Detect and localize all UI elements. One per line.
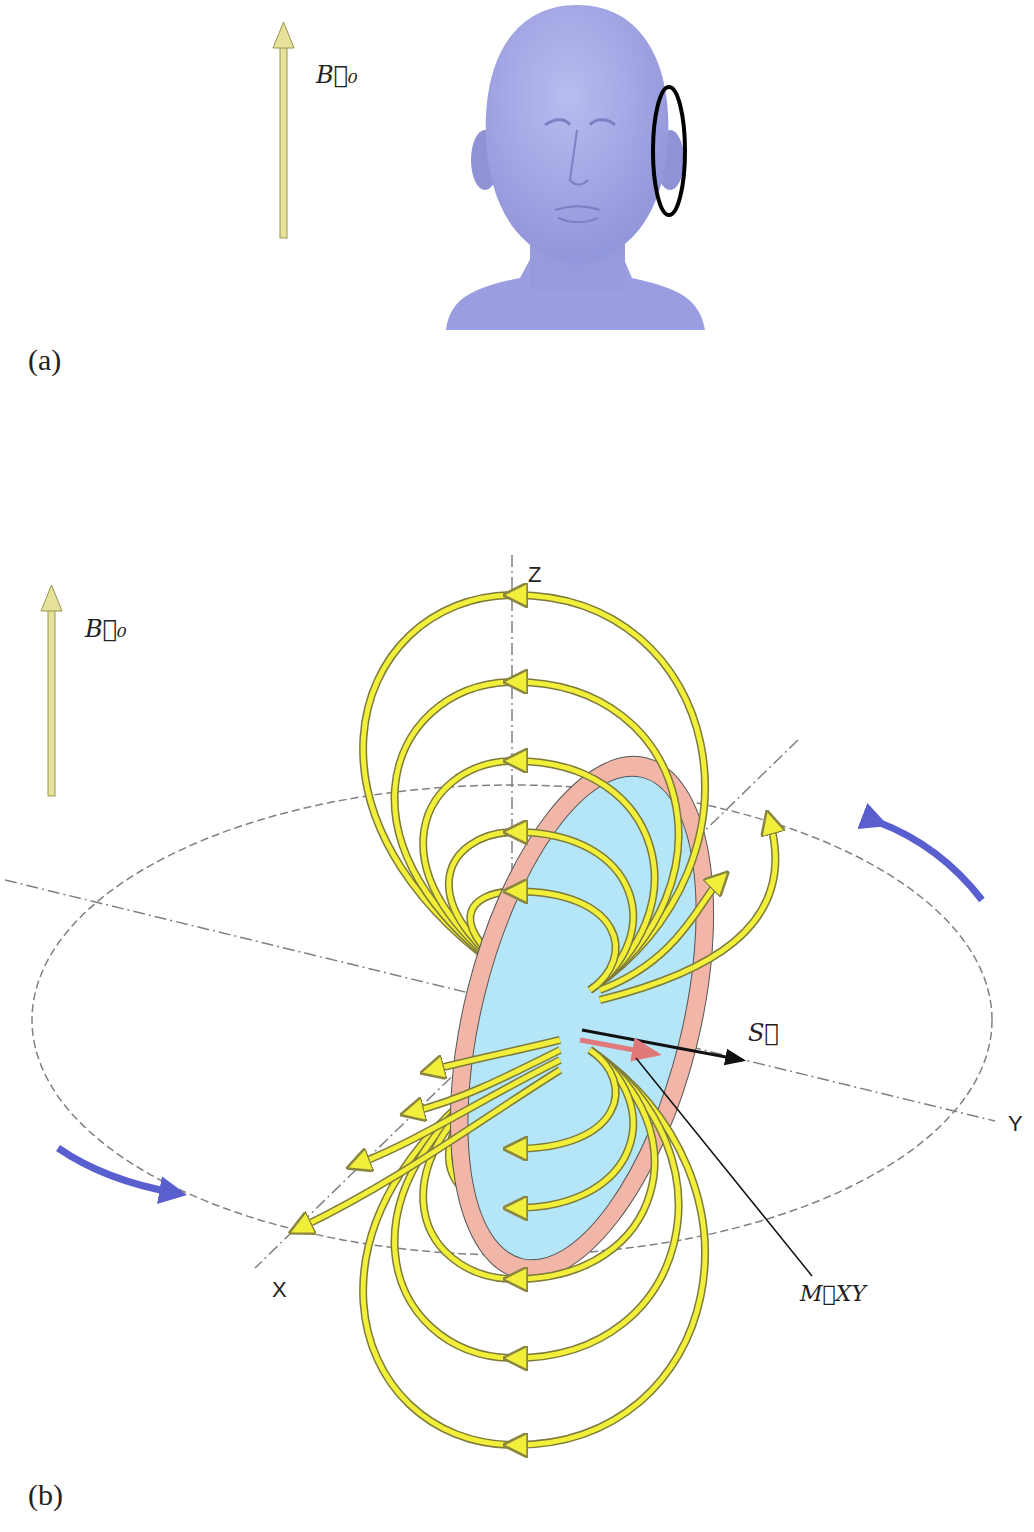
- field-line: [515, 682, 678, 990]
- coil-disk: [403, 729, 762, 1306]
- panel-label: (a): [28, 343, 61, 376]
- field-line: [515, 891, 616, 990]
- field-line-outline: [600, 880, 720, 990]
- field-line-outline: [515, 761, 655, 990]
- axis-label: Z: [528, 563, 541, 587]
- axis-label: X: [272, 1278, 287, 1302]
- magnetization-vector: [580, 1040, 656, 1054]
- field-line: [515, 761, 655, 990]
- axis-label: Y: [1008, 1112, 1023, 1136]
- field-arrow: [273, 22, 294, 238]
- field-line-outline: [515, 682, 678, 990]
- rotation-arrow: [58, 1148, 176, 1193]
- rotation-arrow: [878, 822, 982, 900]
- field-line: [300, 1070, 560, 1228]
- field-line-outline: [515, 832, 633, 990]
- leader-line: [636, 1058, 812, 1276]
- field-line-outline: [358, 1060, 560, 1164]
- field-line-outline: [515, 595, 705, 990]
- field-line: [515, 1050, 678, 1358]
- vector-label: S⃗: [748, 1020, 779, 1046]
- field-line-outline: [515, 1050, 678, 1358]
- field-line-outline: [300, 1070, 560, 1228]
- field-line-outline: [432, 1040, 560, 1070]
- field-line-outline: [515, 891, 616, 990]
- vector-label: M⃗XY: [800, 1282, 866, 1306]
- field-line: [515, 595, 705, 990]
- field-label: B⃗₀: [85, 616, 127, 642]
- field-arrow: [41, 585, 62, 796]
- panel-label: (b): [28, 1478, 63, 1511]
- field-line-outline: [515, 1050, 705, 1445]
- field-line: [600, 822, 775, 1000]
- field-line: [515, 832, 633, 990]
- field-line: [515, 1050, 705, 1445]
- field-line: [432, 1040, 560, 1070]
- head-model: [446, 5, 705, 330]
- rf-coil: [653, 87, 685, 215]
- field-line-outline: [600, 822, 775, 1000]
- field-line: [358, 1060, 560, 1164]
- field-line: [600, 880, 720, 990]
- field-label: B⃗₀: [316, 62, 358, 88]
